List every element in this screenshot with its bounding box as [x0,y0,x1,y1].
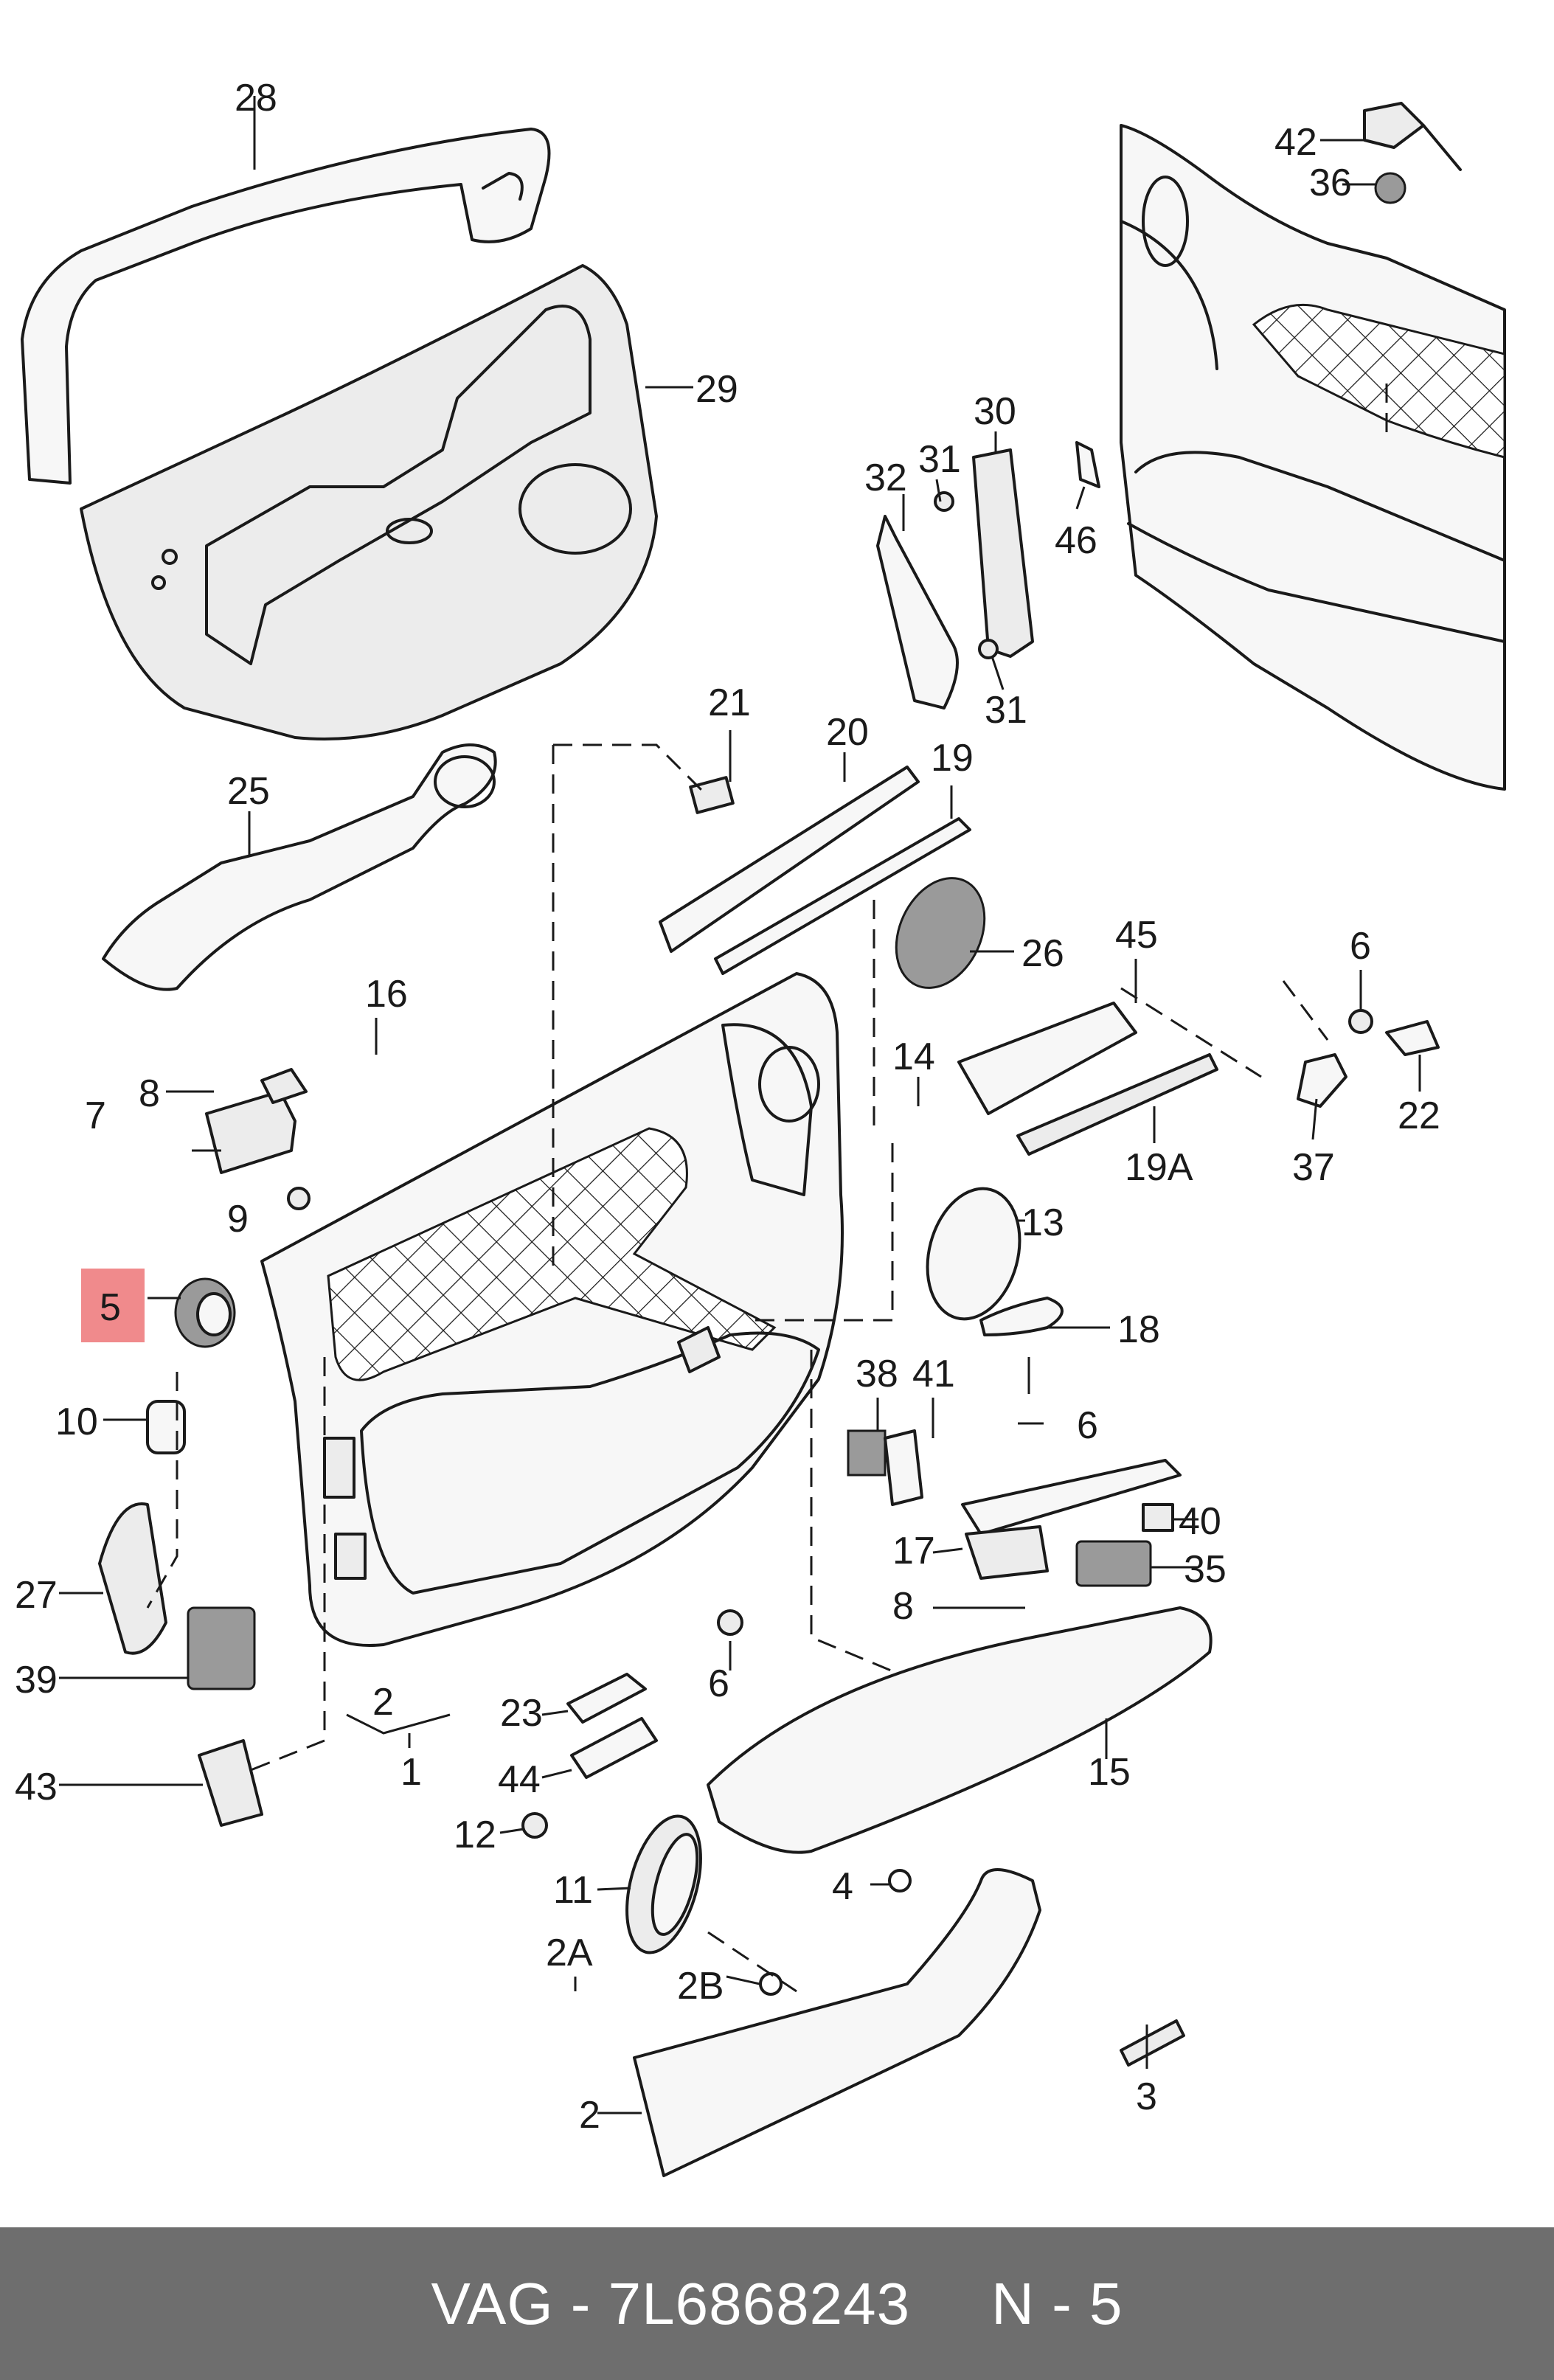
callout-label: 6 [1350,925,1371,968]
callout-label: 11 [553,1869,593,1912]
part-right-side-components [847,1002,1440,1587]
part-bracket-assembly [205,1068,311,1210]
callout-label: 46 [1055,519,1097,562]
callout-label: 41 [912,1353,955,1395]
callout-label: 21 [708,681,751,724]
callout-label: 45 [1115,914,1158,957]
exploded-parts-diagram: 28 29 25 21 20 19 26 16 7 8 9 5 10 27 39… [15,77,1506,2177]
callout-label: 1 [400,1751,422,1794]
callout-label: 6 [708,1662,729,1705]
callout-label: 27 [15,1574,58,1617]
callout-label: 4 [832,1865,853,1908]
callout-label: 43 [15,1766,58,1808]
part-upper-trim-frame [21,128,551,485]
callout-label: 2 [579,2094,600,2137]
footer-bar: VAG - 7L6868243 N - 5 [0,2227,1554,2380]
part-insulation-panel [80,264,658,740]
callout-label: 31 [918,438,961,481]
callout-label: 10 [55,1401,98,1443]
callout-label: 36 [1309,162,1352,204]
part-armrest-trim [707,1606,1213,1854]
part-small-clips [98,1400,263,1827]
footer-position-label: N - 5 [991,2270,1123,2336]
part-door-handle-components [876,102,1462,710]
callout-label: 23 [500,1692,543,1735]
callout-label: 13 [1021,1201,1064,1244]
callout-label: 28 [235,77,277,119]
part-speaker-ring [625,1814,702,1954]
part-door-view-top-right [1120,124,1506,791]
callout-label: 29 [696,368,738,411]
callout-label: 44 [498,1758,541,1801]
callout-label: 9 [227,1198,249,1241]
callout-label: 2A [546,1932,593,1974]
part-grommet [174,1277,236,1348]
part-trim-strips [659,766,971,975]
callout-label: 14 [892,1035,935,1078]
highlighted-callout-marker [81,1269,145,1342]
part-speaker-grille [895,877,986,989]
callout-label: 31 [985,689,1027,732]
callout-label: 32 [864,457,907,499]
callout-label: 18 [1117,1308,1160,1351]
callout-label: 40 [1179,1500,1221,1543]
callout-label: 2B [677,1965,724,2008]
callout-label: 25 [227,770,270,813]
footer-text: VAG - 7L6868243 N - 5 [0,2227,1554,2380]
callout-label: 2 [372,1681,394,1724]
footer-separator: - [570,2270,592,2336]
part-lower-fasteners [521,1609,743,1839]
callout-label: 17 [892,1530,935,1572]
callout-label: 15 [1088,1751,1131,1794]
callout-label: 20 [826,711,869,754]
callout-label: 8 [139,1072,160,1115]
part-door-trim-panel [260,972,844,1647]
callout-label: 42 [1274,121,1317,164]
callout-label: 22 [1398,1094,1440,1137]
callout-label: 39 [15,1659,58,1701]
part-lower-pocket-trim [633,1868,1185,2177]
callout-label: 7 [85,1094,106,1137]
footer-brand: VAG [431,2270,554,2336]
callout-label: 6 [1077,1404,1098,1447]
callout-label: 30 [974,390,1016,433]
callout-label: 19A [1125,1146,1193,1189]
callout-label: 8 [892,1585,914,1628]
callout-label: 12 [454,1814,496,1856]
callout-label: 26 [1021,932,1064,975]
callout-labels: 28 29 25 21 20 19 26 16 7 8 9 5 10 27 39… [15,77,1440,2137]
callout-label: 5 [100,1286,121,1329]
footer-part-number-line: VAG - 7L6868243 [431,2270,911,2338]
footer-part-number: 7L6868243 [608,2270,911,2336]
callout-label: 35 [1184,1548,1227,1591]
leader-lines [59,96,1421,2114]
callout-label: 3 [1136,2075,1157,2118]
assembly-guide-lines [146,384,1388,1993]
callout-label: 19 [931,737,974,780]
part-air-duct [102,743,497,991]
callout-label: 16 [365,973,408,1016]
callout-label: 38 [856,1353,898,1395]
callout-label: 37 [1292,1146,1335,1189]
